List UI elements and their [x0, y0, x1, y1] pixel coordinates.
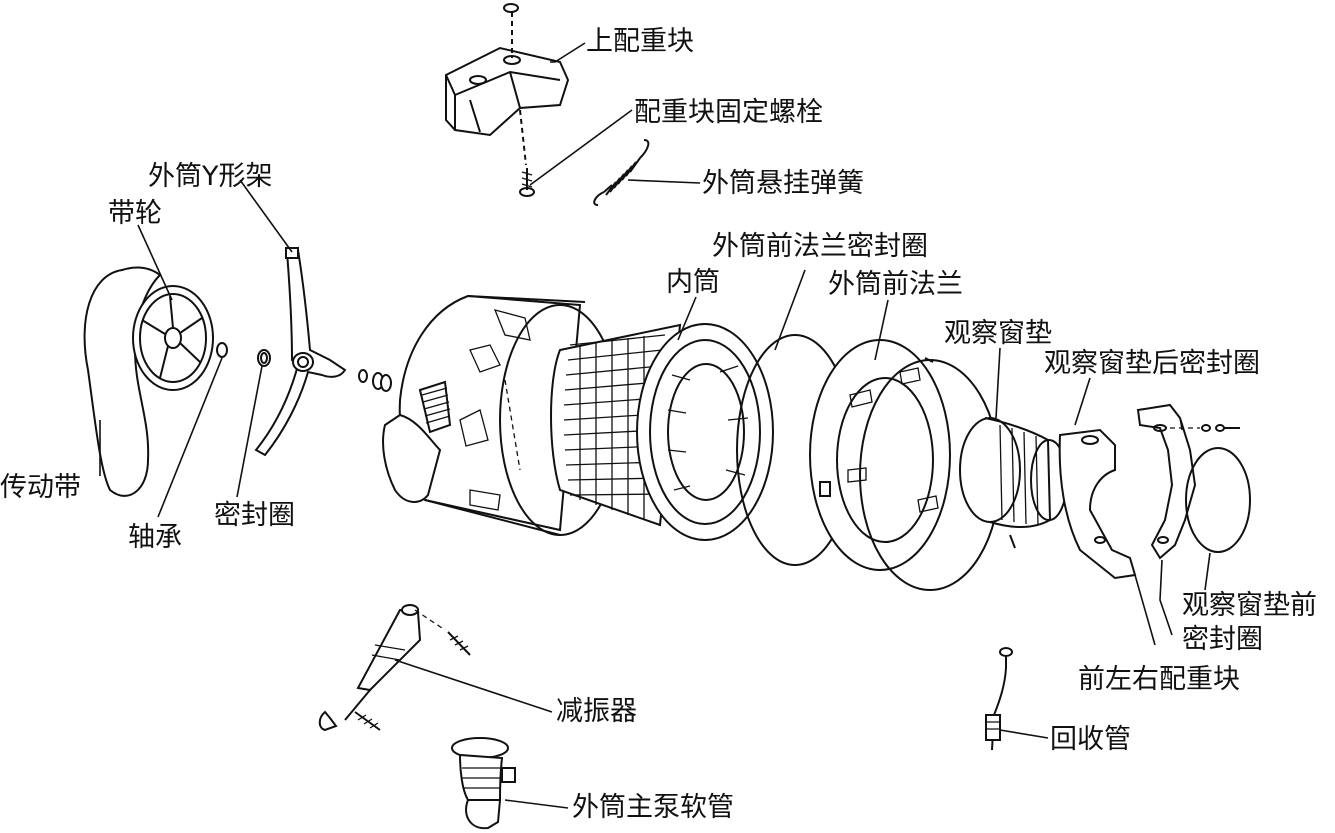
drive-belt-part: [83, 266, 162, 497]
tub-spring-part: [593, 139, 650, 206]
damper-part: [318, 604, 471, 732]
label-pump-hose: 外筒主泵软管: [572, 792, 734, 823]
window-gasket-part: [959, 417, 1068, 549]
label-tub-spring: 外筒悬挂弹簧: [702, 168, 864, 199]
label-damper: 减振器: [556, 696, 637, 727]
seal-ring-part: [257, 349, 271, 367]
counterweight-bolt-part: [519, 168, 535, 197]
label-window-gasket: 观察窗垫: [944, 318, 1052, 349]
label-belt: 传动带: [0, 472, 81, 503]
label-gasket-rear-seal: 观察窗垫后密封圈: [1044, 348, 1260, 379]
top-counterweight-part: [445, 3, 570, 166]
label-front-flange-seal: 外筒前法兰密封圈: [712, 231, 928, 262]
label-gasket-front-seal-line1: 观察窗垫前: [1182, 590, 1317, 621]
shaft-rings: [358, 369, 392, 392]
pulley-part: [132, 285, 214, 391]
bearing-part: [216, 342, 228, 358]
leader-lines: [99, 42, 1211, 809]
pump-hose-part: [451, 737, 516, 830]
label-seal-ring: 密封圈: [214, 500, 295, 531]
return-pipe-part: [985, 647, 1013, 751]
label-gasket-front-seal-line2: 密封圈: [1182, 624, 1263, 655]
label-bearing: 轴承: [128, 522, 182, 553]
labels: 上配重块 配重块固定螺栓 外筒悬挂弹簧 外筒Y形架 带轮 传动带 轴承 密封圈 …: [0, 26, 1317, 823]
label-top-counterweight: 上配重块: [586, 26, 694, 57]
label-y-frame: 外筒Y形架: [148, 161, 273, 192]
label-pulley: 带轮: [108, 198, 162, 229]
front-flange-part: [809, 339, 951, 571]
y-frame-part: [254, 247, 347, 457]
gasket-front-seal-part: [1185, 447, 1251, 553]
front-counterweights-part: [1136, 403, 1240, 560]
label-counterweight-bolt: 配重块固定螺栓: [634, 97, 823, 128]
label-return-pipe: 回收管: [1050, 724, 1131, 755]
outer-tub-part: [382, 294, 621, 536]
inner-drum-part: [550, 323, 774, 541]
label-front-flange: 外筒前法兰: [828, 269, 963, 300]
label-inner-drum: 内筒: [666, 267, 720, 298]
gasket-rear-seal-part: [1058, 428, 1137, 580]
label-front-counterweights: 前左右配重块: [1078, 664, 1240, 695]
